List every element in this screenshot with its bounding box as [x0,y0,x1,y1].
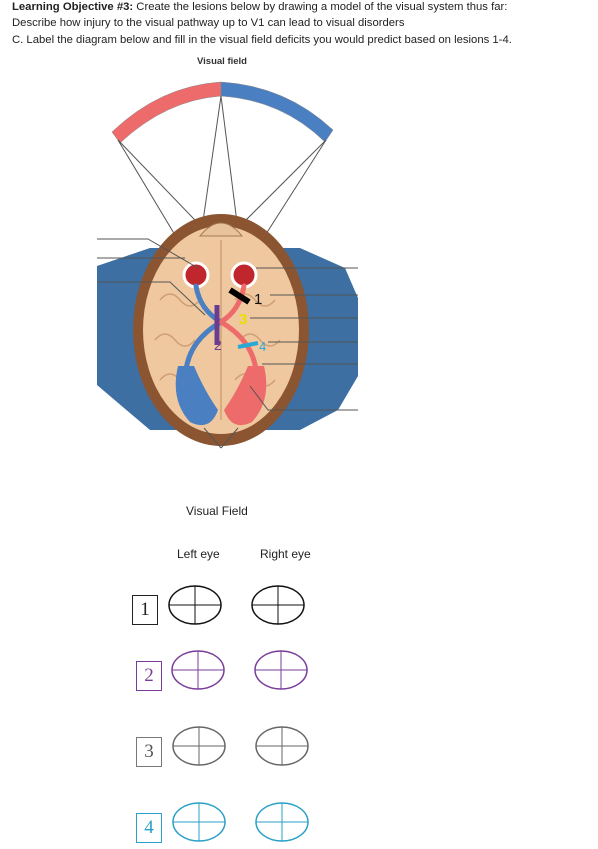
field-4-left-eye[interactable] [172,802,226,842]
lesion-4-mark [237,341,259,349]
lesion-3-label: 3 [239,311,247,328]
right-optic-nerve-red [218,283,247,325]
right-optic-tract [218,319,259,373]
field-1-left-eye[interactable] [168,585,222,625]
objective-prefix: Learning Objective #3: [12,1,134,13]
lesion-4-label: 4 [259,339,266,354]
visual-field-label: Visual field [197,56,247,67]
lesion-3-box: 3 [136,737,162,767]
lesion-1-box: 1 [132,595,158,625]
lesion-2-label: 2 [214,337,222,353]
field-4-right-eye[interactable] [255,802,309,842]
objective-line: Learning Objective #3: Create the lesion… [12,0,507,14]
left-eye-label: Left eye [177,547,220,561]
visual-field-title: Visual Field [186,504,248,518]
instruction-line-2: Describe how injury to the visual pathwa… [12,17,405,29]
lesion-4-box: 4 [136,813,162,843]
left-v1 [175,366,218,426]
lesion-1-label: 1 [254,291,262,308]
nose [198,222,244,237]
lesion-1-mark [228,287,251,305]
right-eye-label: Right eye [260,547,311,561]
right-eyeball [230,261,258,289]
objective-text: Create the lesions below by drawing a mo… [133,1,508,13]
visual-field-arc-right [220,81,334,143]
field-1-right-eye[interactable] [251,585,305,625]
field-2-right-eye[interactable] [254,650,308,690]
lesion-2-box: 2 [136,661,162,691]
label-leader-lines [97,238,358,411]
visual-field-arc-left [111,81,222,144]
bottom-v-lines [203,427,239,449]
visual-pathway-diagram: 1 2 3 4 [97,81,358,449]
field-3-left-eye[interactable] [172,726,226,766]
field-2-left-eye[interactable] [171,650,225,690]
instruction-line-3: C. Label the diagram below and fill in t… [12,34,512,46]
right-v1 [224,366,267,426]
field-3-right-eye[interactable] [255,726,309,766]
